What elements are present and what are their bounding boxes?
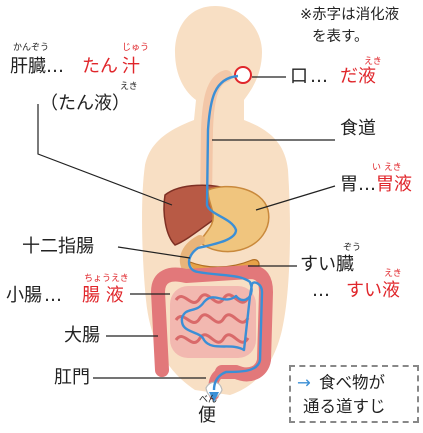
- liver-ellipsis: …: [46, 58, 64, 76]
- stomach-juice-reading: い えき: [372, 164, 402, 173]
- small-intestine-juice-reading: ちょうえき: [84, 275, 129, 284]
- small-intestine-label: 小腸: [6, 287, 42, 305]
- anus-label: 肛門: [54, 369, 90, 387]
- liver-juice-kanji: 汁: [122, 58, 140, 76]
- liver-juice-name: たん: [82, 58, 118, 76]
- feces-reading: べん: [199, 396, 217, 405]
- pancreas-juice: すい液: [346, 282, 400, 300]
- liver-juice-reading: じゅう: [122, 44, 149, 53]
- legend-line-1: 食べ物が: [319, 375, 385, 392]
- liver-label: 肝臓: [10, 58, 46, 76]
- legend-line-2: 通る道すじ: [303, 399, 386, 416]
- liver-alt-reading: えき: [120, 83, 138, 92]
- mouth-label: 口: [290, 68, 308, 86]
- note-line-2: を表す。: [312, 30, 369, 45]
- liver-alt-label: （たん液）: [40, 95, 130, 113]
- esophagus-label: 食道: [340, 120, 376, 138]
- small-intestine-ellipsis: …: [44, 287, 62, 305]
- pancreas-ellipsis: …: [312, 282, 330, 300]
- stomach-juice: 胃液: [376, 176, 412, 194]
- liver-reading: かんぞう: [13, 44, 49, 53]
- duodenum-label: 十二指腸: [22, 238, 94, 256]
- pancreas-label: すい臓: [300, 256, 354, 274]
- legend-arrow: →: [297, 375, 311, 392]
- stomach-label: 胃: [340, 176, 358, 194]
- legend-box: → 食べ物が 通る道すじ: [289, 365, 419, 423]
- stomach-ellipsis: …: [358, 176, 376, 194]
- small-intestine-juice: 腸 液: [82, 287, 124, 305]
- note-line-1: ※赤字は消化液: [300, 8, 399, 23]
- pancreas-reading: ぞう: [343, 244, 361, 253]
- mouth-juice: だ液: [340, 68, 376, 86]
- large-intestine-label: 大腸: [64, 327, 100, 345]
- pancreas-juice-reading: えき: [384, 270, 402, 279]
- feces-label: 便: [198, 407, 216, 425]
- mouth-ellipsis: …: [310, 68, 328, 86]
